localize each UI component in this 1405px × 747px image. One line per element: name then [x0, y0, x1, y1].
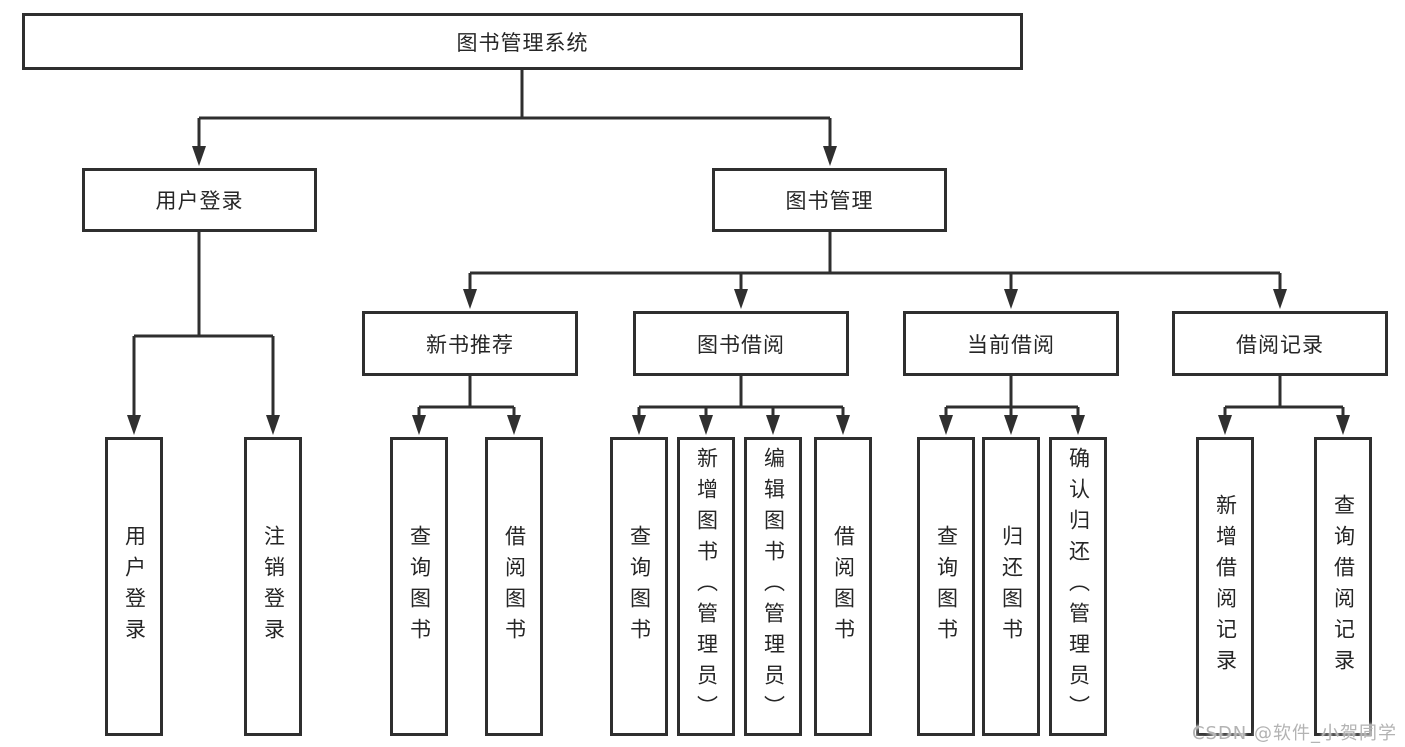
leaf-borrow-books-recommend: 借阅图书	[485, 437, 543, 736]
arrowhead	[507, 415, 521, 435]
node-label: 新增图书（管理员）	[694, 447, 719, 726]
leaf-add-books-admin: 新增图书（管理员）	[677, 437, 735, 736]
node-label: 归还图书	[999, 524, 1024, 649]
connector-paths	[132, 70, 1345, 418]
leaf-return-books: 归还图书	[982, 437, 1040, 736]
arrowhead	[734, 289, 748, 309]
node-book-borrow: 图书借阅	[633, 311, 849, 376]
arrowhead	[1336, 415, 1350, 435]
csdn-watermark: CSDN @软件_小贺同学	[1191, 723, 1397, 744]
arrowhead	[127, 415, 141, 435]
node-label: 新增借阅记录	[1213, 493, 1238, 680]
arrowhead	[463, 289, 477, 309]
node-label: 新书推荐	[426, 332, 514, 357]
leaf-query-books-recommend: 查询图书	[390, 437, 448, 736]
arrowhead	[1004, 415, 1018, 435]
node-borrow-records: 借阅记录	[1172, 311, 1388, 376]
leaf-logout: 注销登录	[244, 437, 302, 736]
node-label: 编辑图书（管理员）	[761, 447, 786, 726]
arrowhead	[412, 415, 426, 435]
node-label: 当前借阅	[967, 332, 1055, 357]
leaf-user-login: 用户登录	[105, 437, 163, 736]
node-system-root: 图书管理系统	[22, 13, 1023, 70]
node-label: 用户登录	[122, 524, 147, 649]
leaf-confirm-return-admin: 确认归还（管理员）	[1049, 437, 1107, 736]
node-label: 借阅图书	[502, 524, 527, 649]
leaf-borrow-books: 借阅图书	[814, 437, 872, 736]
arrowhead	[823, 146, 837, 166]
node-book-management-branch: 图书管理	[712, 168, 947, 232]
node-label: 注销登录	[261, 524, 286, 649]
leaf-query-books-current: 查询图书	[917, 437, 975, 736]
node-label: 用户登录	[155, 189, 244, 213]
node-label: 图书管理	[785, 189, 874, 213]
node-current-borrow: 当前借阅	[903, 311, 1119, 376]
leaf-edit-books-admin: 编辑图书（管理员）	[744, 437, 802, 736]
node-user-login-branch: 用户登录	[82, 168, 317, 232]
arrowhead	[939, 415, 953, 435]
node-label: 查询图书	[934, 524, 959, 649]
arrowhead	[192, 146, 206, 166]
node-label: 确认归还（管理员）	[1066, 447, 1091, 726]
node-label: 借阅图书	[831, 524, 856, 649]
node-new-book-recommend: 新书推荐	[362, 311, 578, 376]
leaf-add-borrow-record: 新增借阅记录	[1196, 437, 1254, 736]
node-label: 查询图书	[627, 524, 652, 649]
node-label: 图书借阅	[697, 332, 785, 357]
node-label: 查询借阅记录	[1331, 493, 1356, 680]
arrowhead	[1218, 415, 1232, 435]
arrowhead	[699, 415, 713, 435]
node-label: 图书管理系统	[456, 30, 589, 55]
leaf-query-books: 查询图书	[610, 437, 668, 736]
arrowhead	[1004, 289, 1018, 309]
arrowheads	[127, 146, 1350, 435]
node-label: 查询图书	[407, 524, 432, 649]
node-label: 借阅记录	[1236, 332, 1324, 357]
arrowhead	[266, 415, 280, 435]
leaf-query-borrow-record: 查询借阅记录	[1314, 437, 1372, 736]
arrowhead	[632, 415, 646, 435]
arrowhead	[1273, 289, 1287, 309]
arrowhead	[766, 415, 780, 435]
arrowhead	[836, 415, 850, 435]
arrowhead	[1071, 415, 1085, 435]
